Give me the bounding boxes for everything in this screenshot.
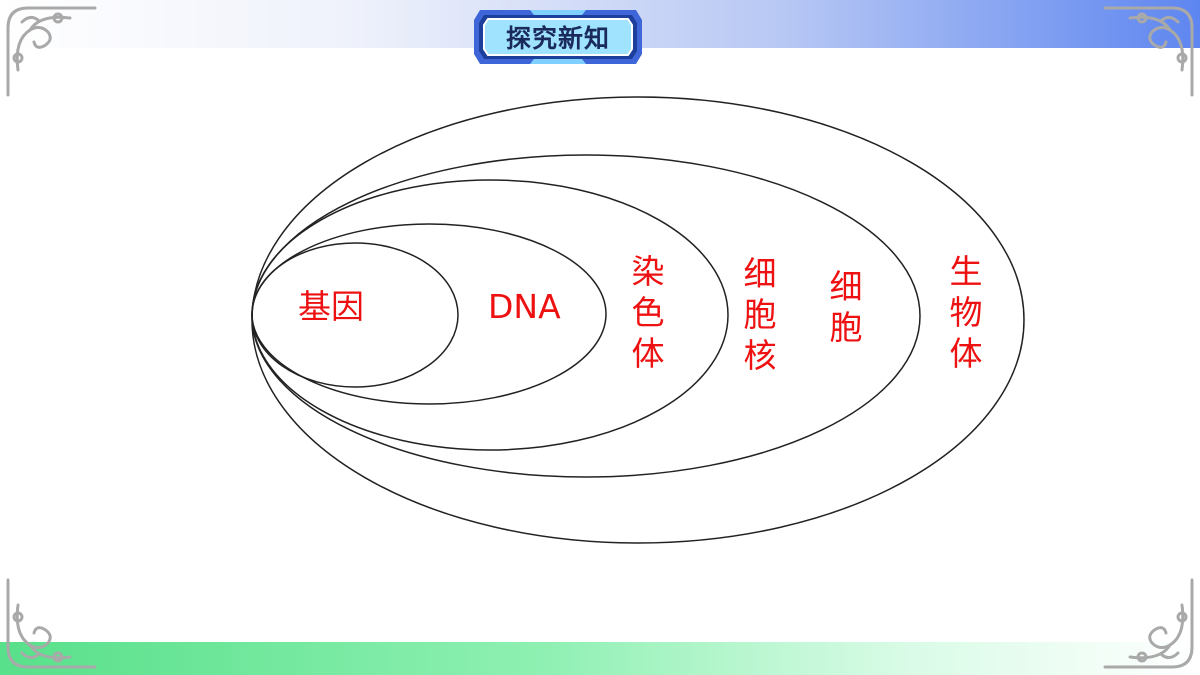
corner-ornament-icon xyxy=(6,578,97,669)
label-gene: 基因 xyxy=(298,287,364,326)
label-cell: 细胞 xyxy=(830,267,863,347)
ellipse-dna xyxy=(251,242,459,388)
label-chromosome: 染色体 xyxy=(632,252,665,373)
corner-ornament-icon xyxy=(1103,6,1194,97)
label-dna: DNA xyxy=(488,287,561,326)
page-title: 探究新知 xyxy=(505,24,610,53)
corner-ornament-icon xyxy=(1103,578,1194,669)
bottom-banner xyxy=(0,642,1200,675)
title-badge xyxy=(474,10,642,64)
corner-ornament-icon xyxy=(6,6,97,97)
label-nucleus: 细胞核 xyxy=(744,254,777,375)
label-organism: 生物体 xyxy=(950,252,983,373)
